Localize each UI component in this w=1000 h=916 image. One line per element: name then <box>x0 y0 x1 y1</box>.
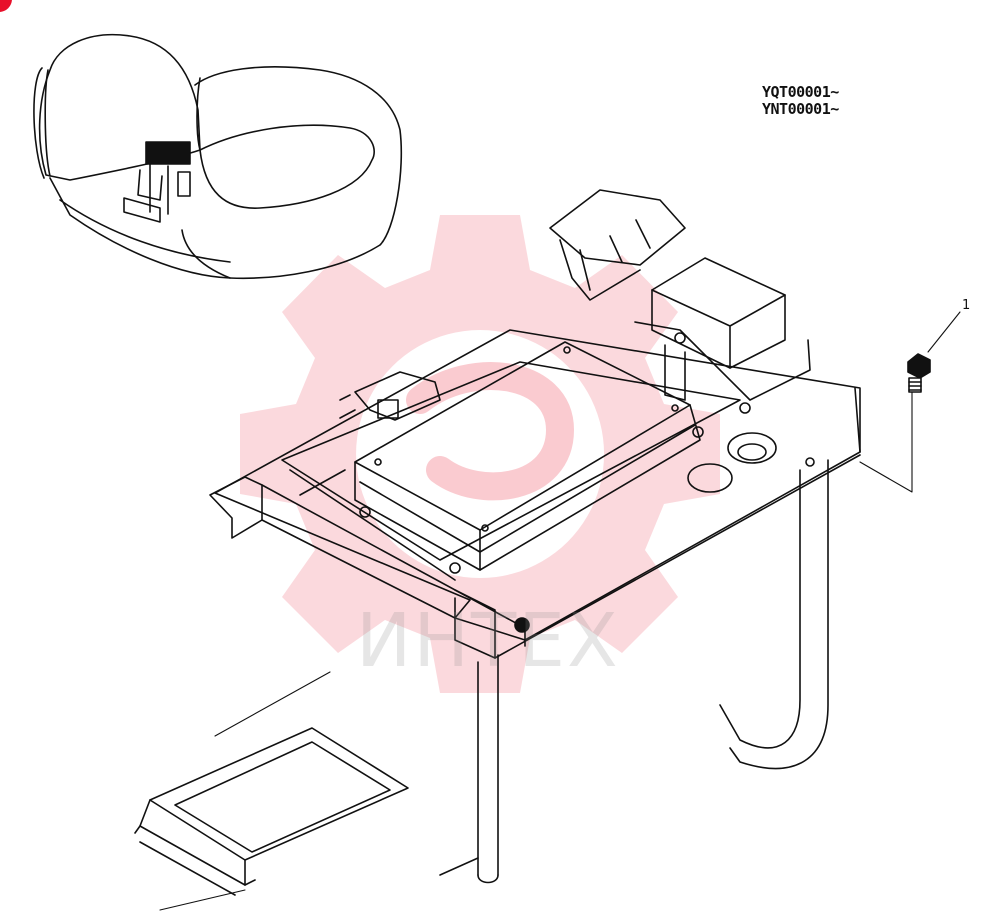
gear-watermark-icon <box>240 215 720 693</box>
leader-lines <box>159 311 961 911</box>
seat-switch-bracket <box>123 141 191 223</box>
floor-mat-icon <box>134 727 409 896</box>
callout-number-1: 1 <box>962 298 971 313</box>
wire-connector <box>339 371 441 421</box>
support-stand <box>439 459 829 884</box>
operator-seat <box>33 33 403 280</box>
relay-bracket <box>549 189 686 301</box>
serial-range-2: YNT00001~ <box>762 100 839 118</box>
gear-watermark-swoosh <box>406 362 574 501</box>
watermark-text: ИНТЕХ <box>356 598 620 684</box>
serial-range-1: YQT00001~ <box>762 83 839 101</box>
grommet-holes <box>514 432 815 633</box>
bolt-icon <box>907 353 931 393</box>
relay-box <box>634 257 811 414</box>
controller-icon <box>354 341 704 574</box>
